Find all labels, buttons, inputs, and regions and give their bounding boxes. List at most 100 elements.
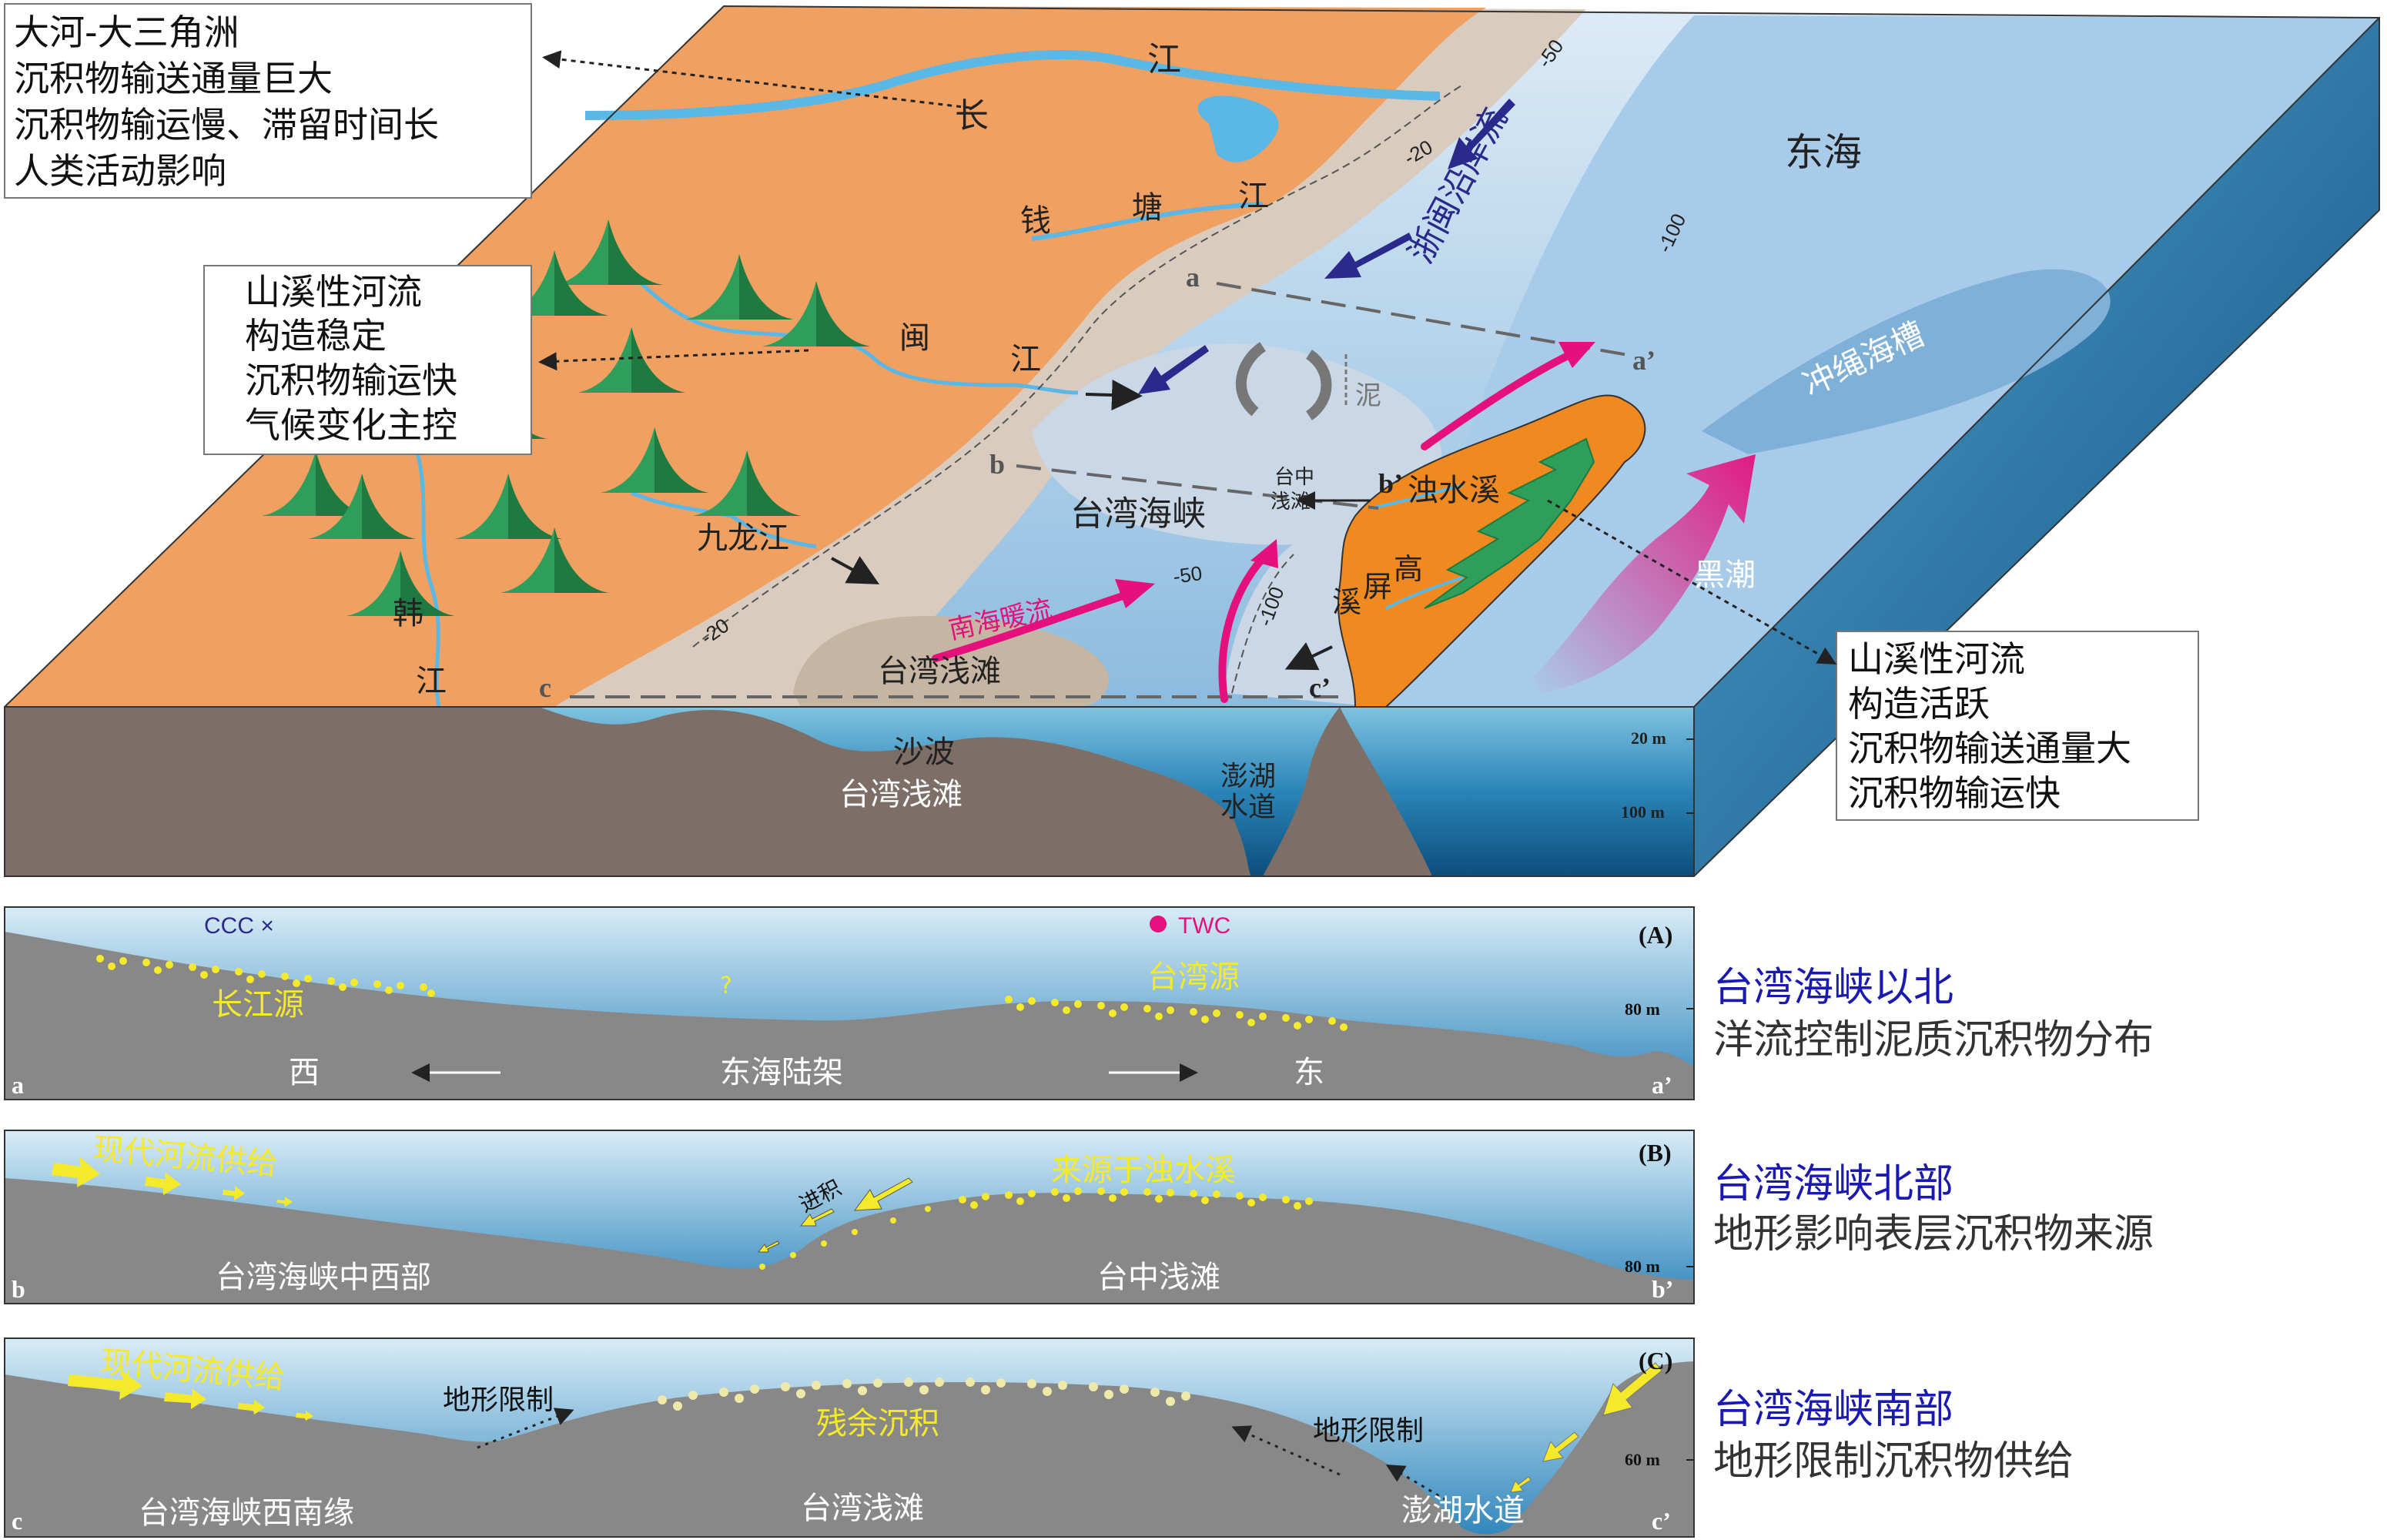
depth-m50-b: -50 (1172, 561, 1204, 588)
label-han: 韩 (393, 596, 424, 631)
zhemin-coastal-current-arrows (1138, 99, 1515, 394)
supply-arrows-c (68, 1371, 313, 1421)
svg-text:(B): (B) (1639, 1139, 1672, 1167)
point-c: c (539, 672, 551, 703)
svg-text:(A): (A) (1639, 921, 1672, 949)
svg-text:沉积物输运快: 沉积物输运快 (1848, 772, 2061, 814)
twc-marker-icon (1150, 916, 1167, 932)
section-a-texts: CCC × TWC 长江源 ? 台湾源 西 东海陆架 东 a a’ (A) 80… (12, 913, 1672, 1099)
captions: 台湾海峡以北 洋流控制泥质沉积物分布 台湾海峡北部 地形影响表层沉积物来源 台湾… (1713, 965, 2154, 1485)
kuroshio-arrow (1532, 454, 1756, 693)
svg-text:80 m: 80 m (1625, 1257, 1660, 1276)
label-min: 闽 (899, 320, 930, 356)
taiwan-bank-shoal (793, 616, 1109, 707)
label-jiang-qiantang: 江 (1238, 179, 1269, 214)
section-c (4, 1337, 1695, 1538)
svg-text:60 m: 60 m (1625, 1450, 1660, 1469)
point-a: a (1186, 262, 1200, 293)
point-c2: c’ (1309, 672, 1331, 703)
terrain-limit-arrow-right-2 (1385, 1464, 1447, 1502)
svg-text:山溪性河流: 山溪性河流 (1848, 638, 2025, 680)
progradation-arrows (757, 1177, 913, 1253)
svg-text:构造活跃: 构造活跃 (1848, 683, 1990, 725)
svg-text:沉积物输送通量大: 沉积物输送通量大 (1848, 728, 2131, 769)
svg-text:?: ? (720, 973, 732, 999)
label-taizhong-2: 浅滩 (1270, 490, 1311, 514)
caption-b-title: 台湾海峡北部 (1713, 1161, 1953, 1207)
han-river (413, 446, 441, 708)
label-jiang-han: 江 (416, 664, 447, 699)
svg-text:大河-大三角洲: 大河-大三角洲 (14, 12, 239, 53)
label-taizhong-1: 台中 (1274, 466, 1314, 489)
svg-text:80 m: 80 m (1625, 999, 1660, 1019)
svg-text:来源于浊水溪: 来源于浊水溪 (1051, 1153, 1236, 1188)
callout-top-left: 大河-大三角洲 沉积物输送通量巨大 沉积物输运慢、滞留时间长 人类活动影响 (4, 3, 532, 199)
caption-c-title: 台湾海峡南部 (1713, 1387, 1953, 1433)
label-jiulong: 九龙江 (697, 521, 789, 556)
label-gaoping-3: 溪 (1332, 585, 1361, 619)
svg-text:地形限制: 地形限制 (1313, 1415, 1424, 1447)
warm-current-heads (1115, 342, 1595, 608)
point-a2: a’ (1632, 345, 1656, 376)
okinawa-trough (1702, 269, 2111, 454)
svg-text:TWC: TWC (1178, 913, 1230, 939)
seabed-section (5, 707, 1432, 876)
right-supply-arrows (1510, 1362, 1662, 1493)
svg-text:台中浅滩: 台中浅滩 (1097, 1260, 1220, 1295)
callout-top-left-pointer (542, 50, 971, 109)
callout-mid-left-pointer (538, 349, 809, 371)
gaoping-river (1385, 576, 1464, 610)
sediment-dots-zhuoshui (759, 1187, 1313, 1270)
gaoping-output-arrow (1284, 642, 1333, 671)
zhuoshui-river (1370, 484, 1464, 510)
caption-b-sub: 地形影响表层沉积物来源 (1713, 1211, 2154, 1257)
svg-text:台湾源: 台湾源 (1147, 959, 1240, 995)
label-mud: 泥 (1355, 380, 1381, 411)
caption-c-sub: 地形限制沉积物供给 (1713, 1438, 2074, 1485)
warm-current-arrows (932, 350, 1575, 703)
isobath-100 (1231, 554, 1294, 694)
svg-text:b’: b’ (1652, 1275, 1673, 1303)
section-c-texts: 现代河流供给 地形限制 残余沉积 地形限制 台湾海峡西南缘 台湾浅滩 澎湖水道 … (12, 1344, 1672, 1535)
label-sand-wave: 沙波 (893, 735, 955, 770)
svg-text:残余沉积: 残余沉积 (816, 1406, 939, 1441)
label-donghai: 东海 (1785, 130, 1862, 175)
svg-text:西: 西 (289, 1055, 320, 1090)
svg-text:c: c (12, 1507, 22, 1535)
svg-text:地形限制: 地形限制 (443, 1384, 554, 1416)
svg-text:c’: c’ (1652, 1507, 1671, 1535)
residual-sediment-dots (658, 1378, 1190, 1411)
isobath-20 (692, 84, 1464, 648)
callout-right: 山溪性河流 构造活跃 沉积物输送通量大 沉积物输运快 (1836, 631, 2199, 821)
svg-text:沉积物输运慢、滞留时间长: 沉积物输运慢、滞留时间长 (14, 104, 439, 146)
jiulong-output-arrow (831, 556, 880, 584)
svg-text:CCC ×: CCC × (204, 913, 274, 939)
qiantang-river (1031, 202, 1264, 241)
section-b (4, 1130, 1695, 1304)
label-taiwan-bank-section: 台湾浅滩 (839, 777, 962, 812)
scale-100m: 100 m (1621, 802, 1665, 822)
svg-text:构造稳定: 构造稳定 (245, 315, 387, 357)
lake-icon (1197, 95, 1279, 162)
svg-text:沉积物输运快: 沉积物输运快 (245, 360, 457, 401)
section-a (4, 906, 1695, 1100)
caption-a-sub: 洋流控制泥质沉积物分布 (1713, 1017, 2154, 1063)
callout-mid-left: 山溪性河流 构造稳定 沉积物输运快 气候变化主控 (203, 265, 532, 455)
svg-text:台湾海峡中西部: 台湾海峡中西部 (216, 1260, 431, 1295)
terrain-limit-arrow-right (1231, 1425, 1341, 1476)
label-gaoping-2: 屏 (1363, 570, 1392, 604)
label-chang: 长 (955, 96, 989, 136)
supply-arrows-b (52, 1157, 293, 1207)
point-b: b (989, 449, 1005, 480)
taiwan-ridge-icon (1424, 437, 1595, 609)
svg-text:台湾浅滩: 台湾浅滩 (801, 1491, 924, 1526)
svg-text:沉积物输送通量巨大: 沉积物输送通量巨大 (14, 58, 333, 99)
svg-text:气候变化主控: 气候变化主控 (245, 404, 457, 446)
label-penghu-1: 澎湖 (1220, 761, 1276, 792)
label-taiwan-strait: 台湾海峡 (1070, 494, 1206, 534)
scale-20m: 20 m (1631, 728, 1666, 748)
svg-text:东: 东 (1294, 1055, 1324, 1090)
svg-text:台湾海峡西南缘: 台湾海峡西南缘 (139, 1495, 354, 1531)
label-taiwan-bank: 台湾浅滩 (878, 654, 1001, 689)
